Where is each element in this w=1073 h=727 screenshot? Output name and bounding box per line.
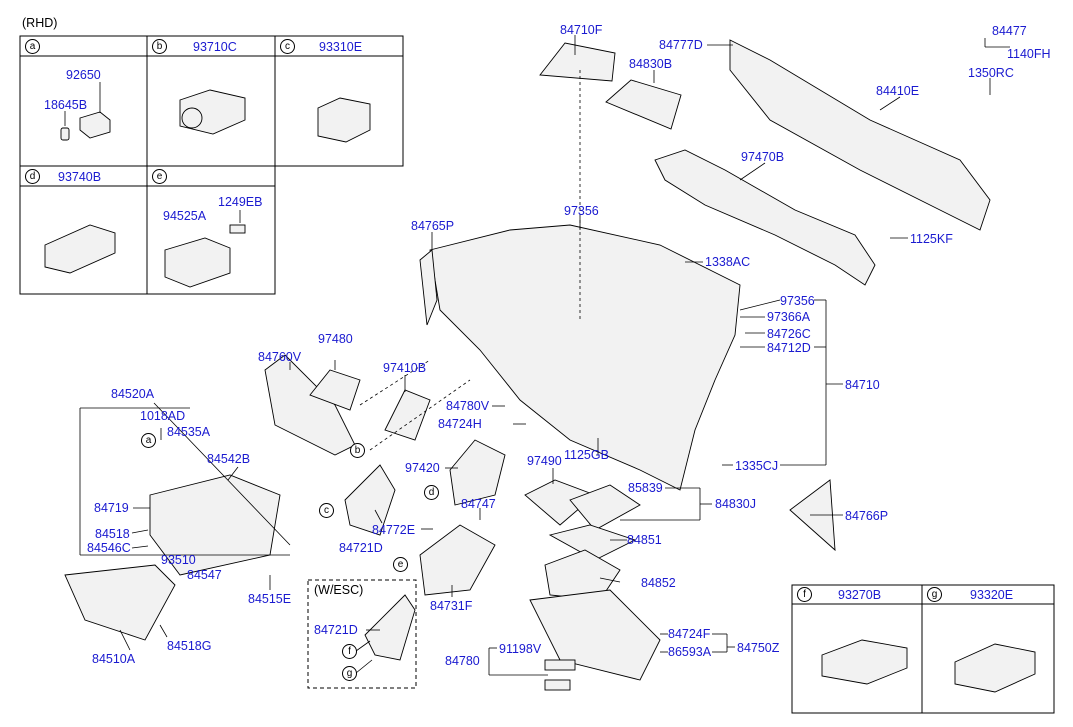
part-84724F[interactable]: 84724F: [668, 627, 711, 641]
option-letter-f: f: [797, 587, 812, 602]
part-97410B[interactable]: 97410B: [383, 361, 427, 375]
part-84510A[interactable]: 84510A: [92, 652, 136, 666]
part-85839[interactable]: 85839: [628, 481, 663, 495]
part-84747[interactable]: 84747: [461, 497, 496, 511]
part-84542B[interactable]: 84542B: [207, 452, 251, 466]
part-84780[interactable]: 84780: [445, 654, 480, 668]
part-84777D[interactable]: 84777D: [659, 38, 703, 52]
part-84760V[interactable]: 84760V: [258, 350, 302, 364]
option-letter-b: b: [152, 39, 167, 54]
part-97480[interactable]: 97480: [318, 332, 353, 346]
part-84546C[interactable]: 84546C: [87, 541, 131, 555]
part-84712D[interactable]: 84712D: [767, 341, 811, 355]
part-84410E[interactable]: 84410E: [876, 84, 920, 98]
option-letter-e: e: [152, 169, 167, 184]
part-92650[interactable]: 92650: [66, 68, 101, 82]
part-1125GB[interactable]: 1125GB: [564, 448, 609, 462]
part-97356-right[interactable]: 97356: [780, 294, 815, 308]
part-93740B[interactable]: 93740B: [58, 170, 102, 184]
part-84477[interactable]: 84477: [992, 24, 1027, 38]
option-letter-d: d: [25, 169, 40, 184]
part-84724H[interactable]: 84724H: [438, 417, 482, 431]
part-84830B[interactable]: 84830B: [629, 57, 673, 71]
option-letter-g: g: [927, 587, 942, 602]
part-93510[interactable]: 93510: [161, 553, 196, 567]
part-84535A[interactable]: 84535A: [167, 425, 211, 439]
part-84765P[interactable]: 84765P: [411, 219, 455, 233]
part-1125KF[interactable]: 1125KF: [910, 232, 953, 246]
part-84726C[interactable]: 84726C: [767, 327, 811, 341]
part-84547[interactable]: 84547: [187, 568, 222, 582]
part-84851[interactable]: 84851: [627, 533, 662, 547]
part-84830J[interactable]: 84830J: [715, 497, 757, 511]
part-84518[interactable]: 84518: [95, 527, 130, 541]
part-84710[interactable]: 84710: [845, 378, 880, 392]
part-1350RC[interactable]: 1350RC: [968, 66, 1014, 80]
part-1140FH[interactable]: 1140FH: [1007, 47, 1051, 61]
option-letter-a: a: [25, 39, 40, 54]
callout-c: c: [319, 503, 334, 518]
part-97366A[interactable]: 97366A: [767, 310, 811, 324]
esc-title: (W/ESC): [314, 583, 364, 597]
part-93310E[interactable]: 93310E: [319, 40, 363, 54]
part-97420[interactable]: 97420: [405, 461, 440, 475]
esc-callout-f: f: [342, 644, 357, 659]
callout-e: e: [393, 557, 408, 572]
esc-callout-g: g: [342, 666, 357, 681]
esc-part-84721D[interactable]: 84721D: [314, 623, 358, 637]
variant-label: (RHD): [22, 16, 58, 30]
part-1335CJ[interactable]: 1335CJ: [735, 459, 779, 473]
part-93320E[interactable]: 93320E: [970, 588, 1014, 602]
part-94525A[interactable]: 94525A: [163, 209, 207, 223]
part-91198V[interactable]: 91198V: [499, 642, 542, 656]
part-93710C[interactable]: 93710C: [193, 40, 237, 54]
part-97490[interactable]: 97490: [527, 454, 562, 468]
part-84731F[interactable]: 84731F: [430, 599, 473, 613]
part-84710F[interactable]: 84710F: [560, 23, 603, 37]
part-97470B[interactable]: 97470B: [741, 150, 785, 164]
callout-a: a: [141, 433, 156, 448]
part-84750Z[interactable]: 84750Z: [737, 641, 780, 655]
part-93270B[interactable]: 93270B: [838, 588, 882, 602]
part-84719[interactable]: 84719: [94, 501, 129, 515]
callout-d: d: [424, 485, 439, 500]
part-84515E[interactable]: 84515E: [248, 592, 292, 606]
part-84766P[interactable]: 84766P: [845, 509, 889, 523]
part-18645B[interactable]: 18645B: [44, 98, 88, 112]
callout-b: b: [350, 443, 365, 458]
part-84721D[interactable]: 84721D: [339, 541, 383, 555]
option-letter-c: c: [280, 39, 295, 54]
part-1018AD[interactable]: 1018AD: [140, 409, 186, 423]
part-84852[interactable]: 84852: [641, 576, 676, 590]
part-84780V[interactable]: 84780V: [446, 399, 490, 413]
part-1338AC[interactable]: 1338AC: [705, 255, 751, 269]
part-97356-top[interactable]: 97356: [564, 204, 599, 218]
part-84772E[interactable]: 84772E: [372, 523, 416, 537]
part-1249EB[interactable]: 1249EB: [218, 195, 263, 209]
part-84518G[interactable]: 84518G: [167, 639, 212, 653]
part-84520A[interactable]: 84520A: [111, 387, 155, 401]
part-86593A[interactable]: 86593A: [668, 645, 712, 659]
